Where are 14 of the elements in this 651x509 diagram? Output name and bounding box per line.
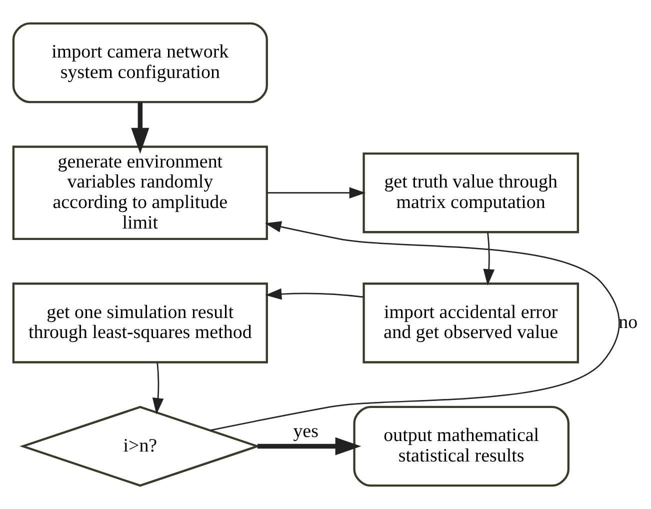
arrow: [210, 221, 620, 431]
arrow: [152, 362, 164, 414]
edge-label: yes: [293, 421, 318, 442]
node-box: get one simulation result through least-squares method: [12, 282, 268, 364]
arrow: [131, 102, 150, 154]
node-box: get truth value through matrix computation: [362, 152, 579, 234]
arrow: [258, 437, 362, 456]
node-box: import accidental error and get observed value: [362, 282, 579, 364]
node-box: import camera network system configuration: [12, 22, 268, 104]
arrow: [483, 232, 495, 286]
node-box: generate environment variables randomly according to amplitude limit: [12, 146, 268, 240]
arrow: [265, 288, 364, 300]
node-box: output mathematical statistical results: [353, 406, 570, 487]
arrow: [267, 187, 366, 199]
